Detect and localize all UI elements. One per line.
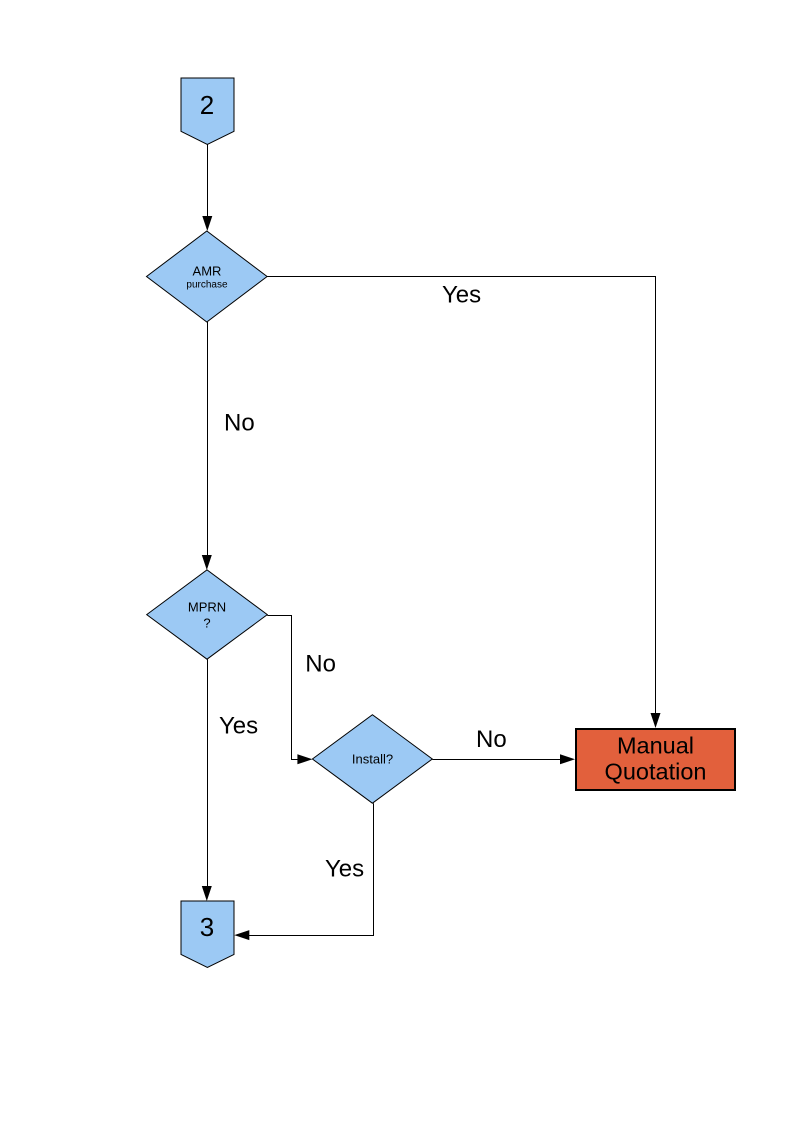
svg-text:AMR: AMR [193,264,222,279]
svg-text:No: No [305,650,336,677]
svg-text:purchase: purchase [186,280,228,291]
svg-text:Yes: Yes [442,282,481,309]
svg-text:?: ? [203,616,210,631]
svg-text:Install?: Install? [352,752,393,767]
svg-text:Yes: Yes [219,713,258,740]
svg-text:Manual: Manual [617,733,694,759]
svg-text:2: 2 [200,90,214,120]
svg-text:No: No [224,410,255,437]
svg-text:MPRN: MPRN [188,600,226,615]
svg-text:3: 3 [200,912,214,942]
svg-text:Quotation: Quotation [605,759,707,785]
svg-text:Yes: Yes [325,856,364,883]
svg-text:No: No [476,726,507,753]
